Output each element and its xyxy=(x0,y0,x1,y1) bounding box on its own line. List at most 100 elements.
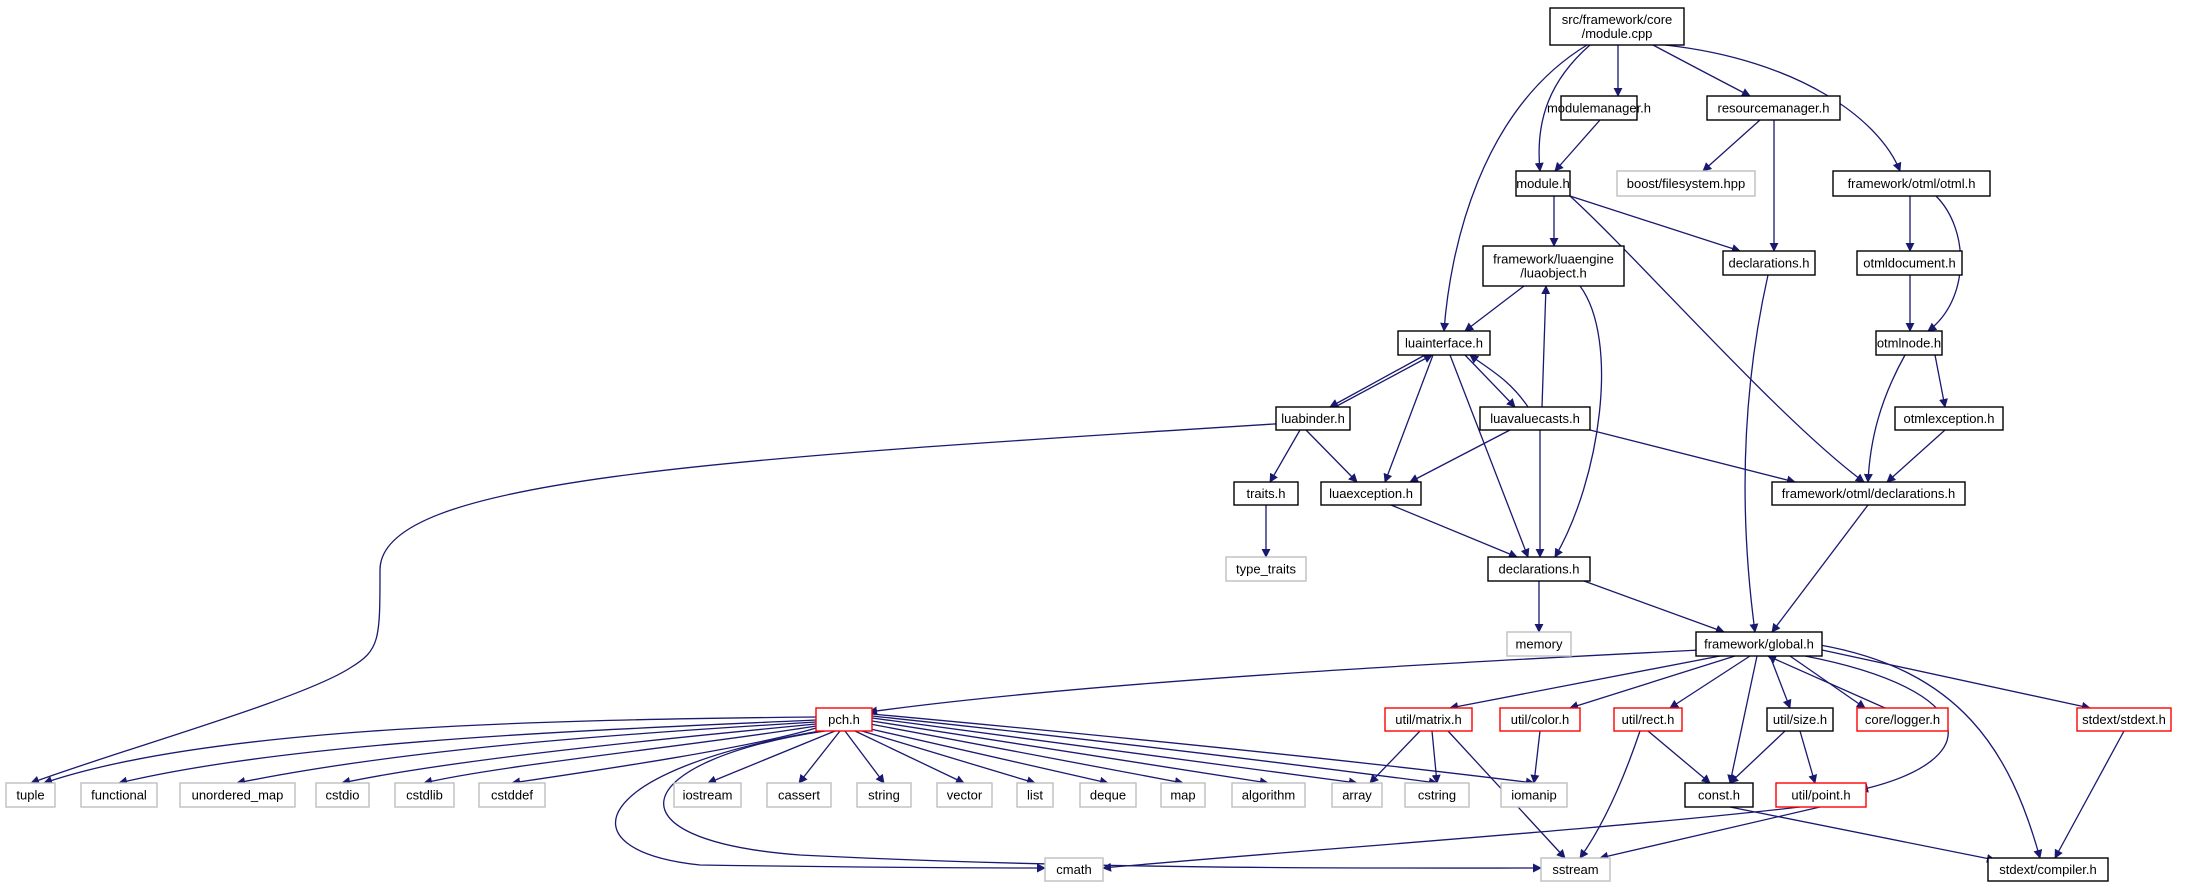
nodes-layer: src/framework/core/module.cpp modulemanag… xyxy=(5,7,2172,882)
node-box-cassert xyxy=(766,782,832,808)
node-point[interactable]: util/point.h xyxy=(1775,782,1867,808)
node-otmldecl[interactable]: framework/otml/declarations.h xyxy=(1771,481,1966,506)
edge-luabinder-to-tuple xyxy=(30,422,1291,785)
node-decllua[interactable]: declarations.h xyxy=(1487,556,1591,582)
node-box-boostfs xyxy=(1616,170,1756,197)
node-compiler[interactable]: stdext/compiler.h xyxy=(1987,857,2109,882)
edge-luaobject-to-luainterface xyxy=(1464,285,1525,332)
node-tuple: tuple xyxy=(5,782,56,808)
edge-luavaluecasts-to-luaobject xyxy=(1541,285,1551,408)
node-label-module: module.h xyxy=(1516,176,1569,191)
node-box-map xyxy=(1160,782,1206,808)
edge-global-to-const xyxy=(1727,655,1758,784)
node-box-global xyxy=(1695,631,1823,657)
edge-resourcemanager-to-boostfs xyxy=(1702,119,1761,172)
node-box-cstring xyxy=(1404,782,1470,808)
node-label-global: framework/global.h xyxy=(1704,637,1814,652)
node-label-iomanip: iomanip xyxy=(1511,788,1557,803)
node-luabinder[interactable]: luabinder.h xyxy=(1275,406,1351,431)
node-vector: vector xyxy=(936,782,993,808)
node-deque: deque xyxy=(1079,782,1137,808)
edge-rect-to-const xyxy=(1647,730,1711,784)
node-traits[interactable]: traits.h xyxy=(1233,481,1299,506)
edge-otmlexception-to-otmldecl xyxy=(1886,429,1946,483)
edge-luaexception-to-decllua xyxy=(1390,504,1518,559)
node-label-iostream: iostream xyxy=(683,788,733,803)
node-luavaluecasts[interactable]: luavaluecasts.h xyxy=(1479,406,1591,431)
node-label-cstdio: cstdio xyxy=(326,788,360,803)
node-const[interactable]: const.h xyxy=(1684,782,1754,808)
node-box-array xyxy=(1331,782,1383,808)
node-stdext[interactable]: stdext/stdext.h xyxy=(2076,707,2172,732)
node-type_traits: type_traits xyxy=(1225,556,1307,582)
node-iomanip: iomanip xyxy=(1500,782,1568,808)
node-otmldocument[interactable]: otmldocument.h xyxy=(1856,250,1963,276)
edge-rect-to-sstream xyxy=(1579,730,1641,859)
node-rect[interactable]: util/rect.h xyxy=(1613,707,1683,732)
node-label-string: string xyxy=(868,788,900,803)
node-luainterface[interactable]: luainterface.h xyxy=(1397,330,1491,356)
edge-module-to-otmldecl xyxy=(1569,195,1865,483)
node-box-declcore xyxy=(1722,250,1816,276)
node-otmlnode[interactable]: otmlnode.h xyxy=(1875,330,1943,356)
node-label-luaexception: luaexception.h xyxy=(1329,486,1413,501)
node-algorithm: algorithm xyxy=(1231,782,1306,808)
node-functional: functional xyxy=(80,782,158,808)
edge-luaobject-to-decllua xyxy=(1554,285,1603,558)
node-box-cstdio xyxy=(315,782,370,808)
edge-pch-to-cstdlib xyxy=(423,725,817,786)
node-resourcemanager[interactable]: resourcemanager.h xyxy=(1706,95,1841,121)
node-box-sstream xyxy=(1540,857,1611,882)
node-box-resourcemanager xyxy=(1706,95,1841,121)
node-luaexception[interactable]: luaexception.h xyxy=(1320,481,1422,506)
node-cassert: cassert xyxy=(766,782,832,808)
edge-global-to-pch xyxy=(868,649,1701,716)
node-module[interactable]: module.h xyxy=(1515,170,1571,197)
node-otml[interactable]: framework/otml/otml.h xyxy=(1832,170,1991,197)
node-box-deque xyxy=(1079,782,1137,808)
node-box-type_traits xyxy=(1225,556,1307,582)
node-map: map xyxy=(1160,782,1206,808)
node-otmlexception[interactable]: otmlexception.h xyxy=(1894,406,2004,431)
node-sstream: sstream xyxy=(1540,857,1611,882)
node-box-string xyxy=(856,782,912,808)
node-label-unordered_map: unordered_map xyxy=(192,788,284,803)
edge-otmldecl-to-global xyxy=(1771,504,1869,633)
node-label-compiler: stdext/compiler.h xyxy=(1999,862,2097,877)
edge-color-to-iomanip xyxy=(1530,730,1541,784)
node-logger[interactable]: core/logger.h xyxy=(1856,707,1949,732)
node-modulemanager[interactable]: modulemanager.h xyxy=(1547,95,1651,121)
node-box-memory xyxy=(1506,631,1572,657)
node-box-stdext xyxy=(2076,707,2172,732)
edge-logger-to-global xyxy=(1767,655,1886,709)
node-label-rect: util/rect.h xyxy=(1622,712,1675,727)
edge-luainterface-to-luabinder xyxy=(1329,354,1426,408)
node-luaobject[interactable]: framework/luaengine/luaobject.h xyxy=(1482,245,1625,287)
edge-modulemanager-to-module xyxy=(1554,119,1601,172)
node-pch[interactable]: pch.h xyxy=(815,707,873,732)
edge-global-to-size xyxy=(1769,655,1792,709)
node-declcore[interactable]: declarations.h xyxy=(1722,250,1816,276)
node-box-const xyxy=(1684,782,1754,808)
node-box-color xyxy=(1499,707,1581,732)
node-box-pch xyxy=(815,707,873,732)
node-cstdlib: cstdlib xyxy=(394,782,455,808)
edge-matrix-to-cstring xyxy=(1431,730,1441,784)
node-box-luainterface xyxy=(1397,330,1491,356)
node-root[interactable]: src/framework/core/module.cpp xyxy=(1549,7,1685,46)
node-size[interactable]: util/size.h xyxy=(1766,707,1834,732)
node-matrix[interactable]: util/matrix.h xyxy=(1384,707,1473,732)
node-label-decllua: declarations.h xyxy=(1499,562,1580,577)
edge-root-to-luainterface xyxy=(1440,44,1588,332)
edge-decllua-to-global xyxy=(1583,580,1725,634)
node-global[interactable]: framework/global.h xyxy=(1695,631,1823,657)
node-label-cstring: cstring xyxy=(1418,788,1456,803)
edge-luavaluecasts-to-luainterface xyxy=(1469,354,1529,408)
node-label-luainterface: luainterface.h xyxy=(1405,336,1483,351)
node-box-functional xyxy=(80,782,158,808)
node-box-cstdlib xyxy=(394,782,455,808)
node-box-luabinder xyxy=(1275,406,1351,431)
node-color[interactable]: util/color.h xyxy=(1499,707,1581,732)
node-box-rect xyxy=(1613,707,1683,732)
